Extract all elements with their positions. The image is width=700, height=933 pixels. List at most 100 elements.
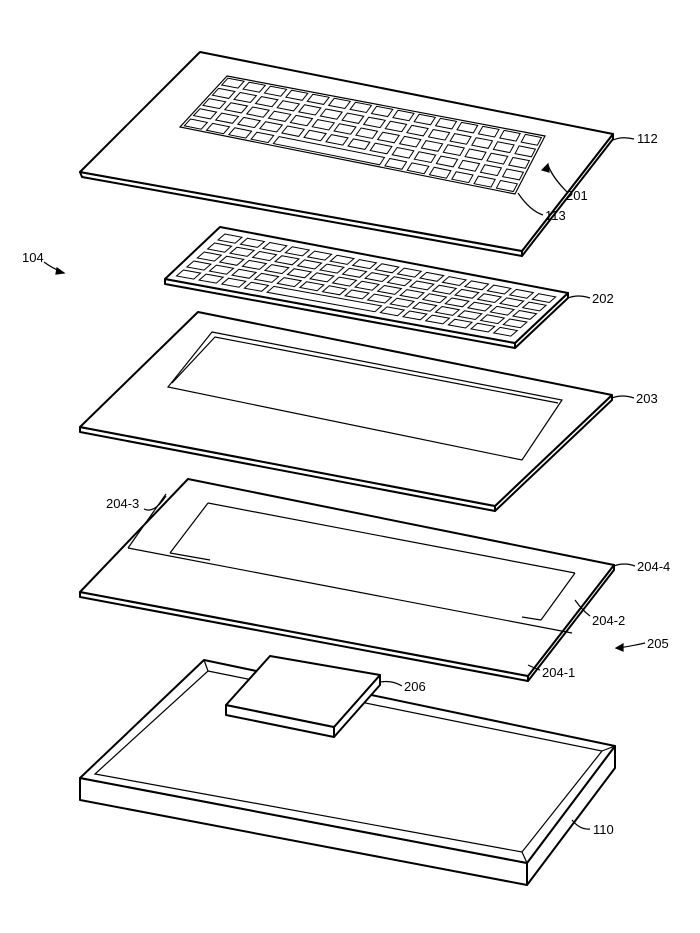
key-cap (331, 276, 358, 287)
key-cap (434, 117, 458, 130)
key-cap (406, 124, 429, 137)
key-cap (514, 145, 537, 158)
key-cap (498, 297, 525, 308)
key-cap (192, 108, 218, 120)
key-cap (453, 288, 480, 299)
key-cap (327, 97, 352, 110)
key-cap (333, 123, 357, 135)
keyboard-keys (175, 233, 557, 337)
key-cap (218, 255, 245, 266)
key-cap (273, 255, 301, 266)
key-cap (280, 125, 306, 137)
key-cap (366, 293, 393, 304)
key-cap (391, 146, 415, 159)
key-cap (319, 108, 344, 120)
label-104: 104 (22, 250, 44, 265)
key-cap (421, 293, 448, 304)
key-cap (471, 137, 494, 149)
key-cap (362, 116, 387, 129)
key-cap (392, 109, 415, 122)
key-cap (239, 237, 266, 248)
key-cap (284, 89, 309, 101)
key-cap (399, 289, 426, 300)
key-cap (318, 263, 346, 274)
key-cap (241, 259, 268, 270)
key-cap (263, 264, 290, 275)
key-cap (479, 314, 506, 325)
key-cap (384, 120, 408, 133)
key-cap (254, 96, 279, 108)
key-cap (489, 305, 516, 316)
segmented-layer (79, 478, 615, 682)
key-cap (242, 81, 267, 93)
frame-layer (79, 311, 613, 512)
key-cap (441, 276, 468, 287)
key-cap (520, 133, 543, 146)
label-112: 112 (637, 131, 658, 146)
key-cap (398, 135, 422, 148)
key-cap (258, 121, 284, 133)
key-cap (197, 273, 225, 284)
key-cap (341, 267, 368, 278)
key-cap (289, 114, 314, 127)
key-cap (325, 134, 349, 146)
key-cap (311, 119, 336, 131)
key-cap (376, 284, 403, 295)
key-cap (379, 306, 406, 317)
key-cap (296, 259, 323, 270)
key-cap (321, 285, 348, 296)
key-cap (508, 156, 531, 169)
key-cap (298, 281, 325, 292)
key-cap (434, 305, 461, 316)
key-cap (205, 122, 231, 135)
key-cap (284, 246, 311, 257)
key-cap (272, 136, 386, 166)
key-cap (202, 98, 227, 110)
key-cap (341, 112, 365, 124)
key-cap (276, 277, 303, 288)
key-cap (251, 250, 278, 262)
leader-lines (43, 137, 646, 830)
label-110: 110 (593, 822, 614, 837)
key-cap (355, 127, 379, 140)
reference-labels: 104 112 201 113 202 203 204-3 204-4 204-… (22, 131, 670, 837)
key-cap (401, 310, 428, 321)
label-204-1: 204-1 (542, 665, 575, 680)
key-cap (347, 138, 371, 150)
key-cap (370, 105, 394, 118)
key-cap (476, 293, 503, 304)
key-cap (267, 110, 292, 122)
key-cap (349, 101, 373, 114)
key-cap (369, 142, 393, 155)
key-cap (431, 284, 458, 295)
key-cap (245, 106, 271, 118)
key-cap (230, 268, 258, 279)
key-cap (374, 263, 400, 274)
key-cap (486, 284, 513, 295)
key-cap (306, 250, 333, 261)
key-cap (329, 254, 356, 265)
key-cap (466, 301, 493, 312)
key-cap (386, 276, 413, 287)
key-cap (297, 104, 322, 116)
key-cap (261, 241, 288, 253)
key-cap (499, 129, 521, 142)
key-cap (444, 297, 471, 308)
key-cap (428, 166, 452, 179)
key-cap (449, 133, 472, 145)
key-cap (451, 171, 474, 184)
label-205: 205 (647, 636, 669, 651)
key-cap (463, 280, 490, 291)
key-cap (351, 259, 378, 270)
key-cap (308, 272, 335, 283)
key-cap (511, 309, 538, 320)
key-cap (420, 140, 444, 152)
key-cap (265, 285, 383, 313)
key-cap (486, 152, 509, 165)
key-cap (531, 293, 557, 304)
key-cap (276, 100, 301, 112)
key-cap (447, 318, 474, 329)
label-113: 113 (545, 208, 566, 223)
key-cap (413, 113, 437, 126)
